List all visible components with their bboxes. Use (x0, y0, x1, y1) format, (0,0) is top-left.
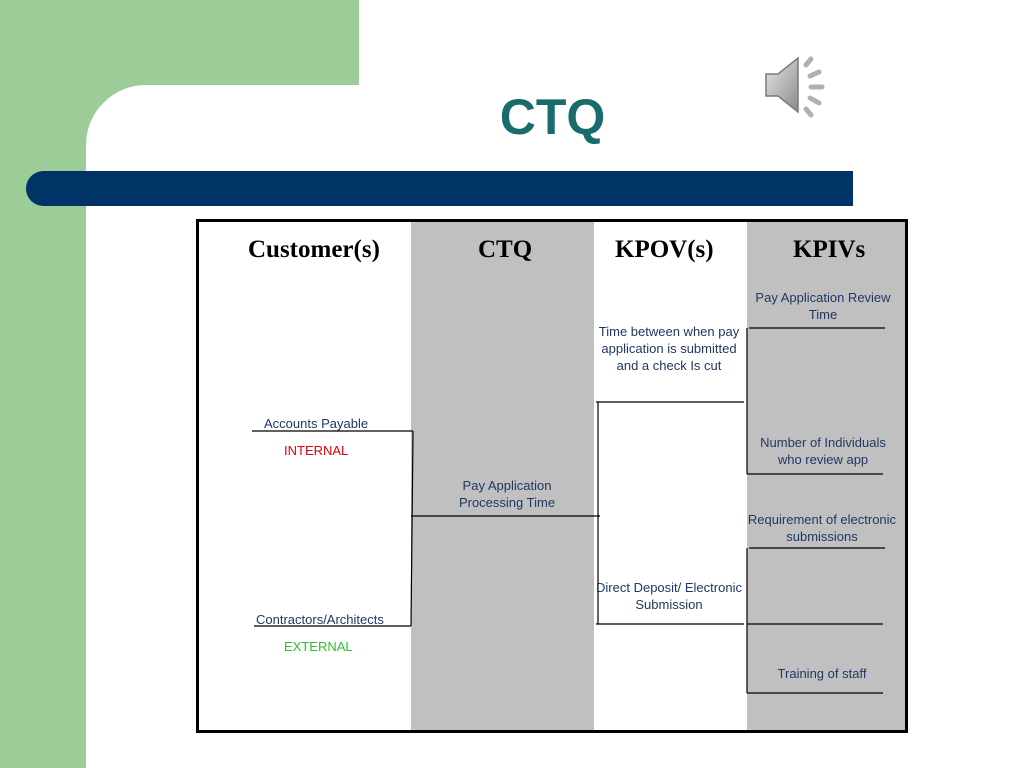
kpiv-label: Training of staff (777, 666, 867, 681)
header-customers: Customer(s) (248, 236, 380, 263)
connector-lines (252, 327, 885, 694)
ctq-column-shade (411, 222, 594, 730)
kpiv-label: Requirement of electronic submissions (747, 512, 897, 544)
customer-name: Accounts Payable (264, 416, 369, 431)
customer-type-internal: INTERNAL (284, 443, 349, 458)
kpov-label: Direct Deposit/ Electronic Submission (596, 580, 742, 612)
ctq-diagram: Customer(s) CTQ KPOV(s) KPIVs Accounts P… (196, 219, 908, 733)
header-kpov: KPOV(s) (615, 236, 714, 263)
header-kpiv: KPIVs (793, 236, 866, 263)
kpiv-label: Pay Application Review Time (755, 290, 891, 322)
header-ctq: CTQ (478, 236, 533, 263)
kpiv-label: Number of Individuals who review app (760, 435, 886, 467)
ctq-label: Pay Application Processing Time (458, 478, 556, 510)
slide-title: CTQ (499, 89, 606, 145)
title-underline-bar (26, 171, 853, 206)
kpov-label: Time between when pay application is sub… (598, 324, 740, 373)
customer-name: Contractors/Architects (256, 612, 384, 627)
customer-type-external: EXTERNAL (284, 639, 353, 654)
kpiv-column-shade (747, 222, 905, 730)
speaker-icon[interactable] (762, 52, 834, 118)
